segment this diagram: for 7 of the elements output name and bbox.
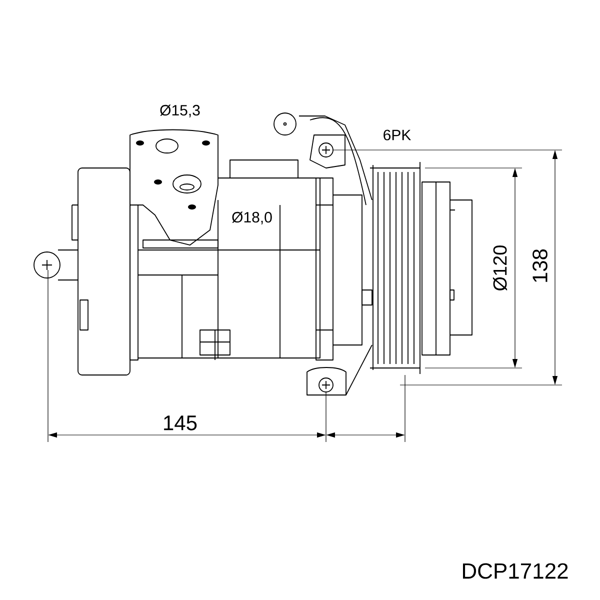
dimension-label: Ø18,0 <box>232 212 272 224</box>
part-number: DCP17122 <box>463 563 568 579</box>
dimension-label: 145 <box>164 416 197 430</box>
dimension-label: 138 <box>532 249 548 282</box>
dimension-label: Ø15,3 <box>160 104 200 118</box>
dimension-label: Ø120 <box>492 246 508 291</box>
dimension-label: 6PK <box>384 130 411 140</box>
